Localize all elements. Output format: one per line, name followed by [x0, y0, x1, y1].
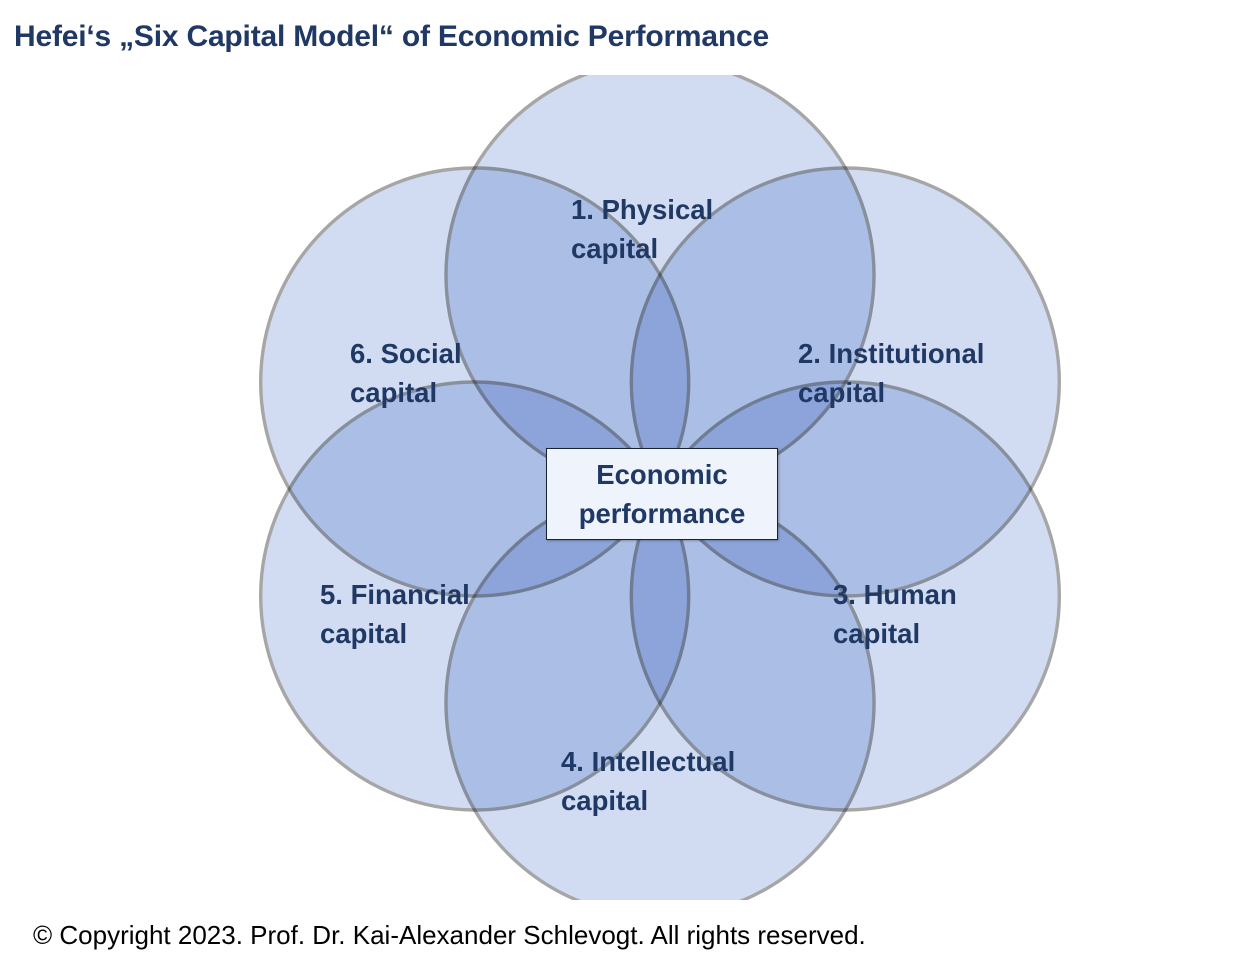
center-callout-box[interactable]: Economic performance — [546, 448, 778, 540]
circle-label-financial: 5. Financial capital — [320, 579, 470, 650]
circle-label-institutional: 2. Institutional capital — [798, 338, 985, 409]
circle-label-social: 6. Social capital — [350, 338, 462, 409]
center-callout-label: Economic performance — [578, 458, 746, 529]
page-title: Hefei‘s „Six Capital Model“ of Economic … — [14, 20, 769, 53]
circle-label-human: 3. Human capital — [833, 579, 957, 650]
circle-label-intellectual: 4. Intellectual capital — [561, 746, 736, 817]
six-capital-diagram: 1. Physical capital 2. Institutional cap… — [0, 75, 1240, 900]
copyright-notice: © Copyright 2023. Prof. Dr. Kai-Alexande… — [33, 920, 866, 950]
circle-label-physical: 1. Physical capital — [571, 194, 714, 265]
